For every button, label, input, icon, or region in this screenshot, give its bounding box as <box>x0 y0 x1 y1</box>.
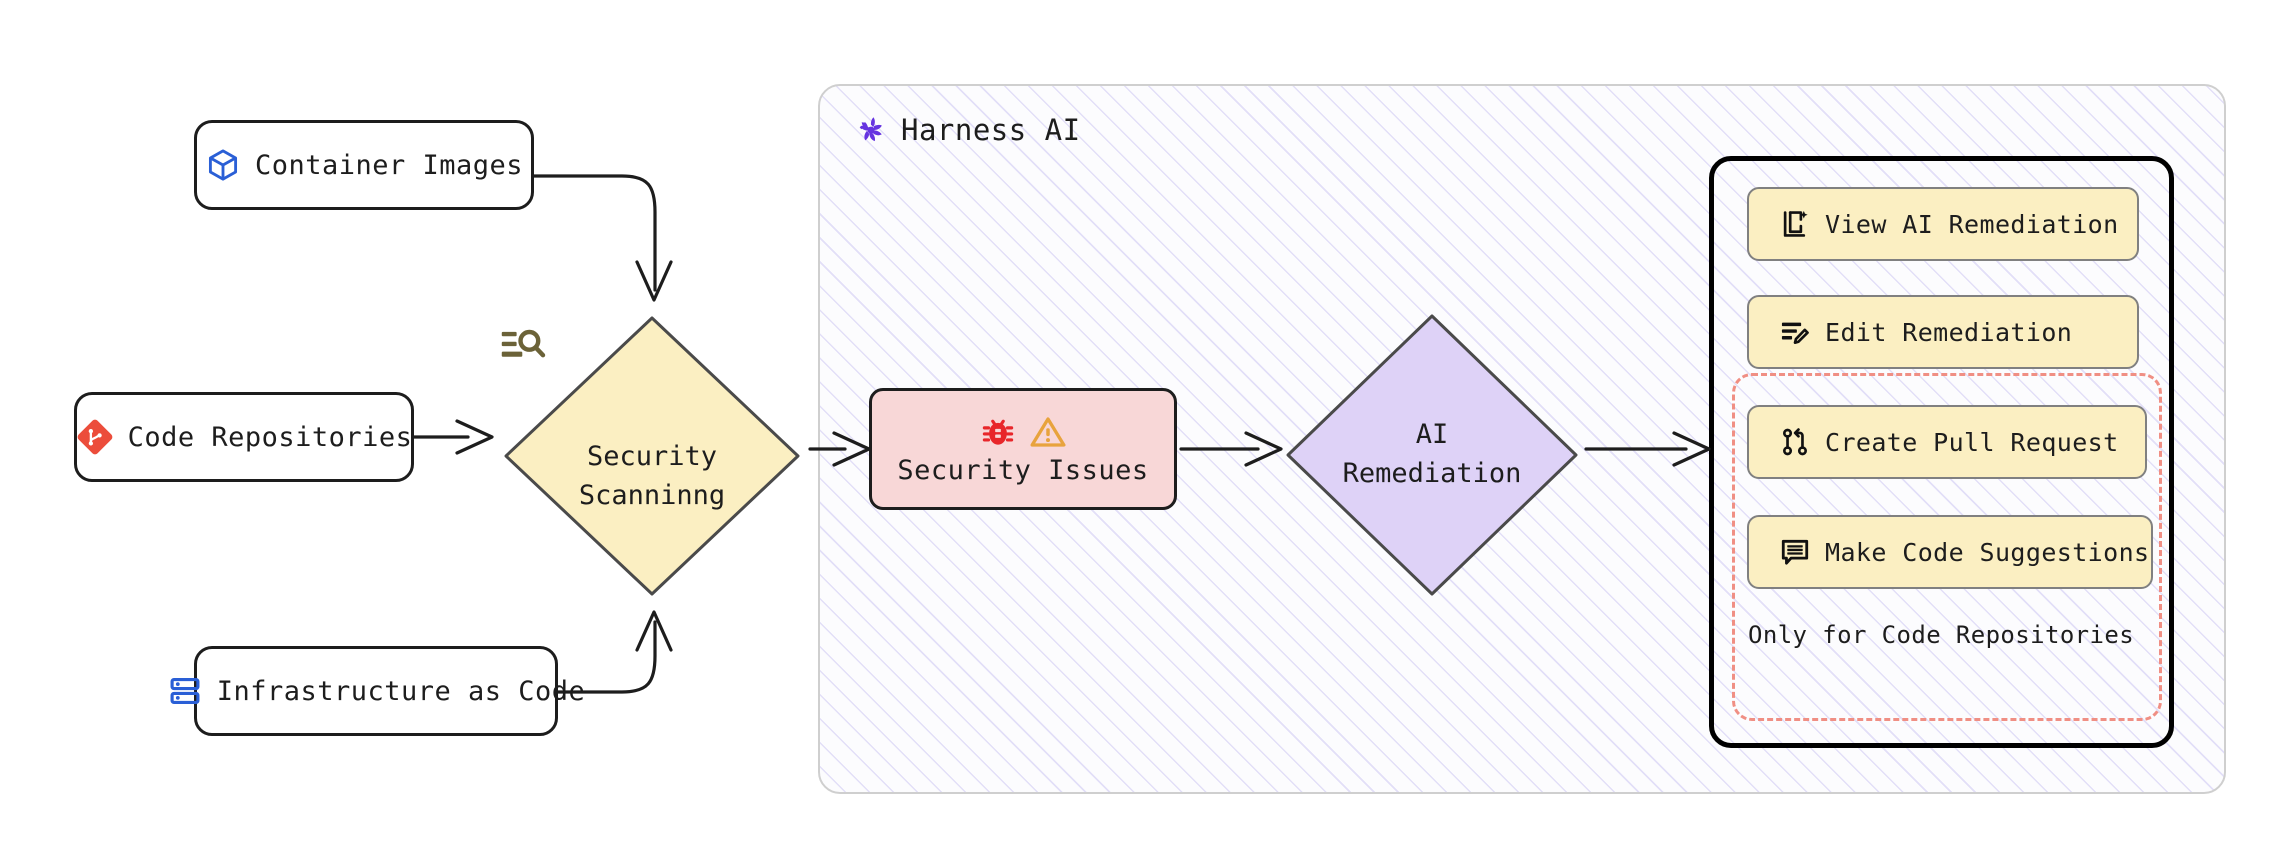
server-rack-icon <box>167 673 203 709</box>
security-issues-icons <box>979 413 1067 451</box>
view-ai-remediation-button[interactable]: View AI Remediation <box>1747 187 2139 261</box>
action-label: Create Pull Request <box>1825 427 2119 457</box>
edit-remediation-button[interactable]: Edit Remediation <box>1747 295 2139 369</box>
ai-actions-panel: View AI Remediation Edit Remediation <box>1709 156 2174 748</box>
node-label: Infrastructure as Code <box>216 675 586 707</box>
comment-lines-icon <box>1779 536 1811 568</box>
git-branch-icon <box>76 418 114 456</box>
node-code-repositories[interactable]: Code Repositories <box>74 392 414 482</box>
edge-arrowhead <box>635 260 673 302</box>
action-label: Make Code Suggestions <box>1825 537 2150 567</box>
node-ai-remediation[interactable]: AI Remediation <box>1282 310 1582 600</box>
action-label: View AI Remediation <box>1825 209 2119 239</box>
warning-triangle-icon <box>1029 413 1067 451</box>
harness-pinwheel-logo <box>853 112 889 148</box>
code-repositories-only-group <box>1732 373 2162 721</box>
node-container-images[interactable]: Container Images <box>194 120 534 210</box>
document-sparkle-icon <box>1779 208 1811 240</box>
edge-arrowhead <box>455 419 494 455</box>
pull-request-icon <box>1779 426 1811 458</box>
bug-icon <box>979 413 1017 451</box>
node-label: Code Repositories <box>127 421 413 453</box>
node-security-scanning[interactable]: Security Scanninng <box>500 312 804 600</box>
lines-pencil-icon <box>1779 316 1811 348</box>
edge-container-images-to-scanning <box>532 174 657 292</box>
harness-ai-title: Harness AI <box>901 113 1081 147</box>
node-infrastructure-as-code[interactable]: Infrastructure as Code <box>170 646 585 736</box>
cube-icon <box>205 147 241 183</box>
make-code-suggestions-button[interactable]: Make Code Suggestions <box>1747 515 2153 589</box>
node-security-issues[interactable]: Security Issues <box>869 388 1177 510</box>
security-issues-label: Security Issues <box>897 454 1149 486</box>
create-pull-request-button[interactable]: Create Pull Request <box>1747 405 2147 479</box>
code-repositories-only-note: Only for Code Repositories <box>1748 621 2135 649</box>
node-label: Container Images <box>254 149 524 181</box>
action-label: Edit Remediation <box>1825 317 2073 347</box>
edge-arrowhead <box>635 610 673 652</box>
harness-ai-header: Harness AI <box>853 112 1081 148</box>
